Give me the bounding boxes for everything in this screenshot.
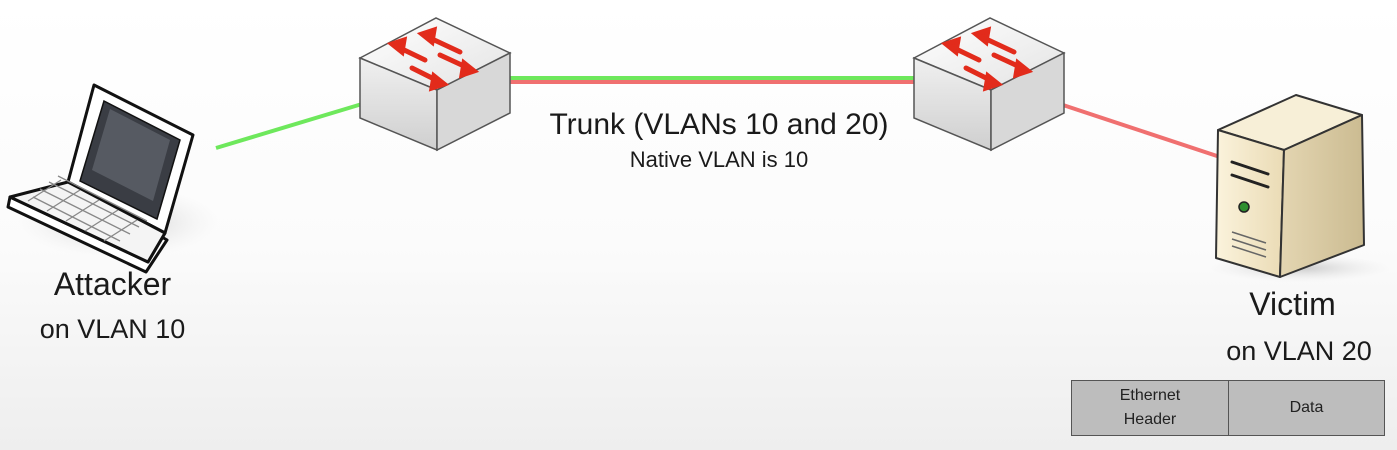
server-icon <box>1210 94 1390 282</box>
switch-icon <box>912 17 1066 152</box>
trunk-label: Trunk (VLANs 10 and 20) <box>549 108 889 141</box>
victim-vlan-label: on VLAN 20 <box>1226 336 1372 366</box>
attacker-link <box>215 102 363 150</box>
victim-link <box>1062 103 1221 159</box>
attacker-label: Attacker <box>53 266 172 302</box>
frame-data-cell: Data <box>1289 399 1324 416</box>
victim-label: Victim <box>1249 286 1336 322</box>
switch-icon <box>358 17 512 152</box>
frame-header-cell: Ethernet Header <box>1072 381 1229 435</box>
attacker-vlan-label: on VLAN 10 <box>39 314 186 344</box>
laptop-icon <box>6 83 218 274</box>
ethernet-frame: Ethernet Header Data <box>1071 380 1385 436</box>
native-vlan-label: Native VLAN is 10 <box>629 147 809 172</box>
